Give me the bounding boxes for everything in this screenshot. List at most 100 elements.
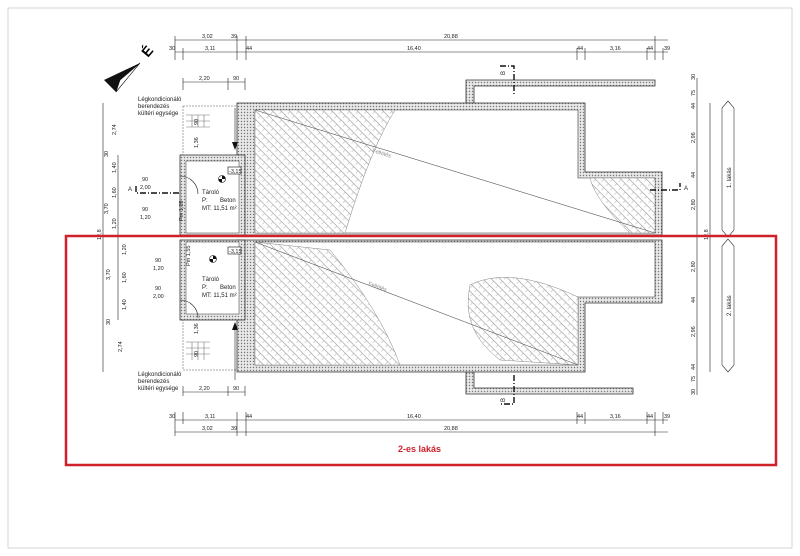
room-area: MT: 11,51 m²	[202, 293, 237, 299]
dim-label: 20,88	[444, 426, 458, 432]
dim-label: 44	[577, 46, 583, 52]
level-badge: -3,15	[229, 249, 242, 255]
dim-label: 1,20	[122, 244, 128, 255]
dim-label: 30	[104, 151, 110, 157]
unit-1-plan: Fellötés Tároló P: Beton MT: 11,51 m² -3…	[128, 65, 688, 236]
dim-label: 30	[169, 414, 175, 420]
dim-label: 12,8	[97, 229, 103, 240]
ac-unit-label: berendezés	[138, 104, 169, 110]
parapet-label: Pm 1,55	[186, 246, 192, 266]
dim-label: 2,74	[118, 341, 124, 352]
dim-label: 44	[246, 414, 252, 420]
dim-label: 3,70	[104, 203, 110, 214]
ac-unit-label: Légkondicionáló	[138, 372, 182, 378]
dim-label: 1,60	[122, 272, 128, 283]
dim-label: 1,20	[153, 266, 164, 272]
unit-2-plan: Fellötés Tároló P: Beton MT: 11,51 m² -3…	[138, 239, 663, 405]
dim-label: 1,40	[122, 299, 128, 310]
dim-label: 2,20	[199, 76, 210, 82]
dim-label: 90	[155, 258, 161, 264]
ac-unit-label: Légkondicionáló	[138, 97, 182, 103]
dim-label: 39	[664, 46, 670, 52]
unit-2-highlight-label: 2-es lakás	[398, 444, 441, 454]
dim-label: 90	[142, 207, 148, 213]
dim-label: 39	[231, 34, 237, 40]
dim-label: 30	[691, 389, 697, 395]
dim-label: 2,80	[691, 199, 697, 210]
bottom-dimensions: 30 3,11 44 16,40 44 3,16 44 39 3,02 39 2…	[169, 386, 670, 436]
dim-label: 44	[691, 172, 697, 178]
dim-label: 75	[691, 90, 697, 96]
section-mark-a: A	[684, 186, 688, 192]
dim-label: 30	[169, 46, 175, 52]
dim-label: 2,96	[691, 326, 697, 337]
section-mark-b: B	[501, 71, 507, 75]
ac-unit-label: berendezés	[138, 379, 169, 385]
dim-label: 44	[647, 414, 653, 420]
dim-label: 3,16	[610, 414, 621, 420]
page-frame	[7, 7, 793, 549]
floor-label: P:	[202, 285, 208, 291]
section-mark-b: B	[501, 398, 507, 402]
ac-unit-label: kültéri egysége	[138, 386, 179, 392]
dim-label: 1,20	[140, 215, 151, 221]
right-dimensions: 12,8 30 75 44 2,96 44 2,80 2,80 44 2,96 …	[691, 74, 735, 395]
level-marker-icon	[218, 175, 226, 183]
dim-label: 75	[691, 376, 697, 382]
dim-label: 90	[233, 76, 239, 82]
dim-label: 90	[233, 386, 239, 392]
dim-label: 30	[691, 74, 697, 80]
level-marker-icon	[209, 255, 217, 263]
floor-label: P:	[202, 198, 208, 204]
dim-label: 3,02	[202, 34, 213, 40]
dim-label: 39	[664, 414, 670, 420]
dim-label: 16,40	[407, 414, 421, 420]
room-area: MT: 11,51 m²	[202, 206, 237, 212]
top-dimensions: 3,02 39 20,88 30 3,11 44 16,40 44 3,16 4…	[169, 34, 670, 90]
room-name: Tároló	[202, 190, 220, 196]
dim-label: 20,88	[444, 34, 458, 40]
floor-material: Beton	[220, 198, 236, 204]
dim-label: 1,36	[194, 137, 200, 148]
dim-label: 2,00	[153, 294, 164, 300]
dim-label: 3,70	[106, 269, 112, 280]
unit-2-marker	[721, 238, 735, 373]
dim-label: 3,11	[205, 46, 215, 52]
dim-label: 1,20	[112, 218, 118, 229]
dim-label: 1,40	[112, 162, 118, 173]
dim-label: 1,60	[112, 187, 118, 198]
dim-label: 90	[142, 177, 148, 183]
dim-label: 90	[155, 286, 161, 292]
dim-label: 2,80	[691, 261, 697, 272]
dim-label: 12,8	[704, 229, 710, 240]
dim-label: 90	[194, 351, 200, 357]
unit-2-label: 2. lakás	[727, 295, 733, 316]
dim-label: 3,16	[610, 46, 621, 52]
room-name: Tároló	[202, 277, 220, 283]
dim-label: 2,20	[199, 386, 210, 392]
unit-2-highlight-box	[64, 234, 778, 467]
dim-label: 30	[106, 319, 112, 325]
dim-label: 3,11	[205, 414, 215, 420]
parapet-label: Pm 1,05	[179, 201, 185, 221]
dim-label: 1,36	[194, 323, 200, 334]
level-badge: -3,15	[229, 169, 242, 175]
dim-label: 44	[647, 46, 653, 52]
compass-label: É	[138, 42, 156, 59]
dim-label: 16,40	[407, 46, 421, 52]
unit-1-label: 1. lakás	[727, 167, 733, 188]
north-arrow-icon: É	[104, 42, 156, 93]
dim-label: 39	[231, 426, 237, 432]
dim-label: 44	[577, 414, 583, 420]
dim-label: 44	[691, 103, 697, 109]
floor-material: Beton	[220, 285, 236, 291]
ac-unit-label: kültéri egysége	[138, 111, 179, 117]
unit-1-marker	[721, 100, 735, 238]
dim-label: 90	[194, 119, 200, 125]
dim-label: 2,00	[140, 185, 151, 191]
dim-label: 44	[246, 46, 252, 52]
dim-label: 44	[691, 364, 697, 370]
left-dimensions: 12,8 2,74 30 1,40 1,60 1,20 3,70 1,36 90…	[97, 103, 200, 372]
section-mark-a: A	[128, 187, 132, 193]
